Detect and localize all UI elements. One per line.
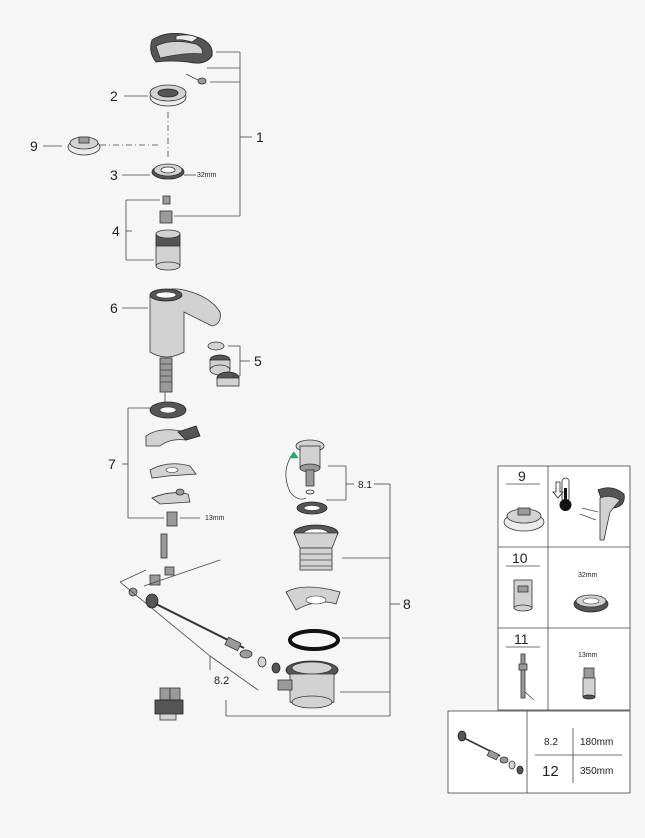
- legend-spindle: [518, 653, 535, 701]
- legend-size-32mm: 32mm: [578, 572, 598, 579]
- rod-part-12: 12: [542, 763, 559, 780]
- callout-9: 9: [30, 138, 38, 154]
- popup-rod-assembly: [119, 559, 390, 717]
- legend-lever-handle: [579, 487, 625, 541]
- legend-cartridge-nut: [573, 594, 609, 613]
- dimension-32mm: 32mm: [197, 172, 217, 179]
- callout-8: 8: [403, 596, 411, 612]
- hose-connector: [154, 687, 184, 721]
- legend-popup-rod: [457, 730, 524, 775]
- callout-4: 4: [112, 223, 120, 239]
- legend-label-11: 11: [514, 631, 529, 647]
- legend-label-10: 10: [512, 550, 528, 566]
- callout-7: 7: [108, 456, 116, 472]
- legend-size-13mm: 13mm: [578, 652, 598, 659]
- part-9-temperature-limiter: [67, 136, 101, 156]
- mounting-kit: [122, 401, 201, 559]
- cartridge-nut: [151, 163, 185, 180]
- spare-parts-legend: 9 10 32mm: [497, 465, 631, 711]
- callout-8-2: 8.2: [214, 675, 229, 687]
- drain-stopper: [285, 439, 328, 515]
- legend-fitting: [582, 667, 596, 700]
- handle-screw: [185, 73, 207, 85]
- rod-part-8-2: 8.2: [544, 737, 558, 748]
- callout-3: 3: [110, 167, 118, 183]
- cartridge: [155, 195, 181, 271]
- legend-cartridge: [513, 579, 533, 612]
- aerator-parts: [207, 341, 250, 387]
- legend-temperature-limiter: [503, 507, 545, 532]
- cover-cap: [149, 84, 187, 107]
- callout-2: 2: [110, 88, 118, 104]
- faucet-body: [149, 288, 221, 408]
- drain-body: [277, 524, 341, 709]
- callout-5: 5: [254, 353, 262, 369]
- bracket-part-4: [125, 199, 160, 261]
- rod-length-table: 8.2 180mm 12 350mm: [447, 710, 631, 794]
- callout-1: 1: [256, 129, 264, 145]
- legend-label-9: 9: [518, 468, 526, 484]
- bracket-part-1: [174, 51, 252, 217]
- rod-length-350mm: 350mm: [580, 766, 613, 777]
- callout-8-1: 8.1: [358, 480, 372, 491]
- handle-lever: [150, 33, 213, 64]
- thermometer-icon: [552, 477, 572, 511]
- dimension-13mm: 13mm: [205, 515, 225, 522]
- rod-length-180mm: 180mm: [580, 737, 613, 748]
- callout-6: 6: [110, 300, 118, 316]
- bracket-part-8: [326, 465, 400, 716]
